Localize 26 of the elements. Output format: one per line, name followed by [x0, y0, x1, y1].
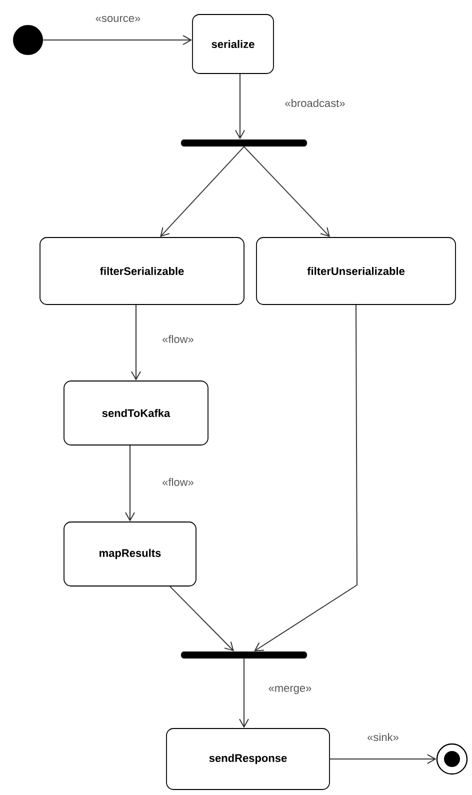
action-box: sendResponse [166, 728, 330, 790]
arrow [239, 658, 249, 728]
action-box: sendToKafka [64, 380, 208, 446]
arrow [170, 586, 234, 652]
edge-label: «source» [94, 15, 142, 24]
edge-label: «flow» [161, 334, 195, 344]
arrow [125, 444, 135, 522]
action-box: mapResults [64, 522, 196, 586]
start-node [13, 25, 43, 55]
arrow [244, 146, 330, 238]
arrow [235, 73, 245, 140]
edge-label: «flow» [161, 476, 195, 488]
end-node [436, 743, 468, 775]
action-box: serialize [192, 14, 274, 74]
arrow [329, 754, 436, 764]
edge-label: «broadcast» [284, 98, 346, 108]
edge-label: «merge» [267, 684, 313, 696]
sync-bar [181, 652, 307, 658]
edge-label: «sink» [366, 732, 400, 742]
arrow [131, 304, 141, 381]
arrow [42, 35, 192, 45]
sync-bar [181, 140, 307, 146]
action-box: filterUnserializable [256, 237, 456, 305]
action-box: filterSerializable [40, 237, 244, 305]
arrow [254, 304, 358, 652]
arrow [160, 146, 244, 238]
